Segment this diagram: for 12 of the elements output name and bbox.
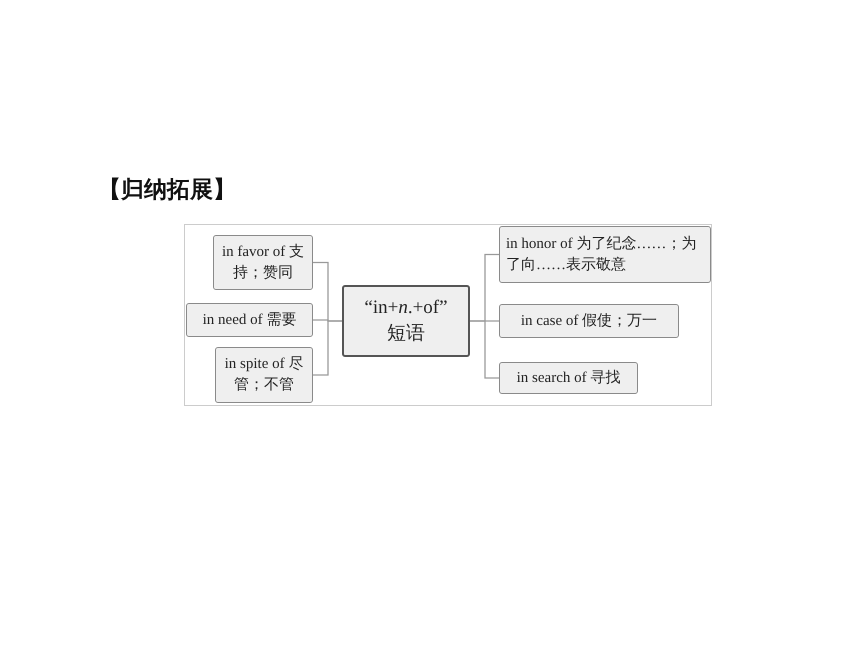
phrase-box: in search of 寻找 xyxy=(499,362,638,394)
topic-heading: “in+n.+of” xyxy=(364,296,448,320)
phrase-box: in case of 假使；万一 xyxy=(499,304,679,338)
topic-box xyxy=(342,285,470,357)
connector-line xyxy=(470,320,499,379)
phrase-box: in need of 需要 xyxy=(186,303,313,337)
phrase-box: in favor of 支持；赞同 xyxy=(213,235,313,290)
phrase-box: in honor of 为了纪念……；为了向……表示敬意 xyxy=(499,226,711,283)
title: 【归纳拓展】 xyxy=(98,176,236,205)
phrase-box: in spite of 尽管；不管 xyxy=(215,347,313,403)
topic-label: 短语 xyxy=(387,322,425,346)
connector-line xyxy=(313,320,342,376)
